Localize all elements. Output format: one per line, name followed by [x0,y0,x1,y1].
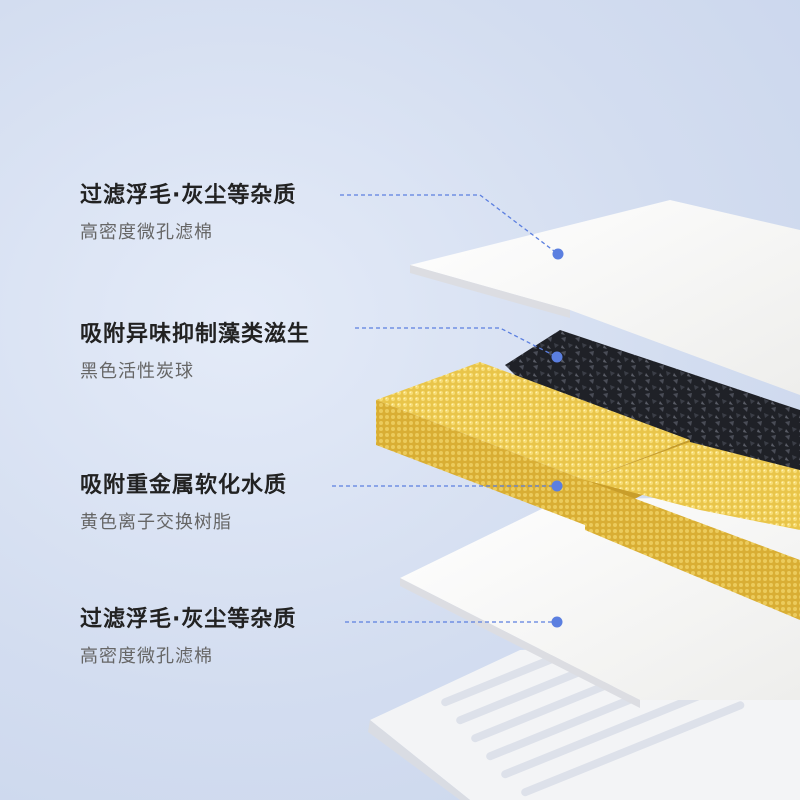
callout-dot-icon [551,480,563,492]
label-title: 吸附重金属软化水质 [80,473,288,498]
label-subtitle: 高密度微孔滤棉 [80,646,213,667]
label-group-resin: 吸附重金属软化水质 黄色离子交换树脂 [80,471,287,535]
callout-lines [332,194,559,623]
label-subtitle: 黄色离子交换树脂 [80,512,232,533]
resin-blocks [376,362,800,620]
label-title: 过滤浮毛·灰尘等杂质 [80,183,297,208]
label-subtitle: 黑色活性炭球 [80,361,194,382]
carbon-layer [505,330,800,485]
label-group-bottom-cotton: 过滤浮毛·灰尘等杂质 高密度微孔滤棉 [80,605,296,669]
label-group-top-cotton: 过滤浮毛·灰尘等杂质 高密度微孔滤棉 [80,181,296,245]
label-title: 吸附异味抑制藻类滋生 [80,322,311,347]
callout-dot-icon [551,616,563,628]
top-cotton-plate [410,200,800,395]
label-subtitle: 高密度微孔滤棉 [80,222,213,243]
label-title: 过滤浮毛·灰尘等杂质 [80,607,297,632]
callout-dot-icon [552,248,564,260]
label-group-carbon: 吸附异味抑制藻类滋生 黑色活性炭球 [80,320,310,384]
callout-dot-icon [551,351,563,363]
